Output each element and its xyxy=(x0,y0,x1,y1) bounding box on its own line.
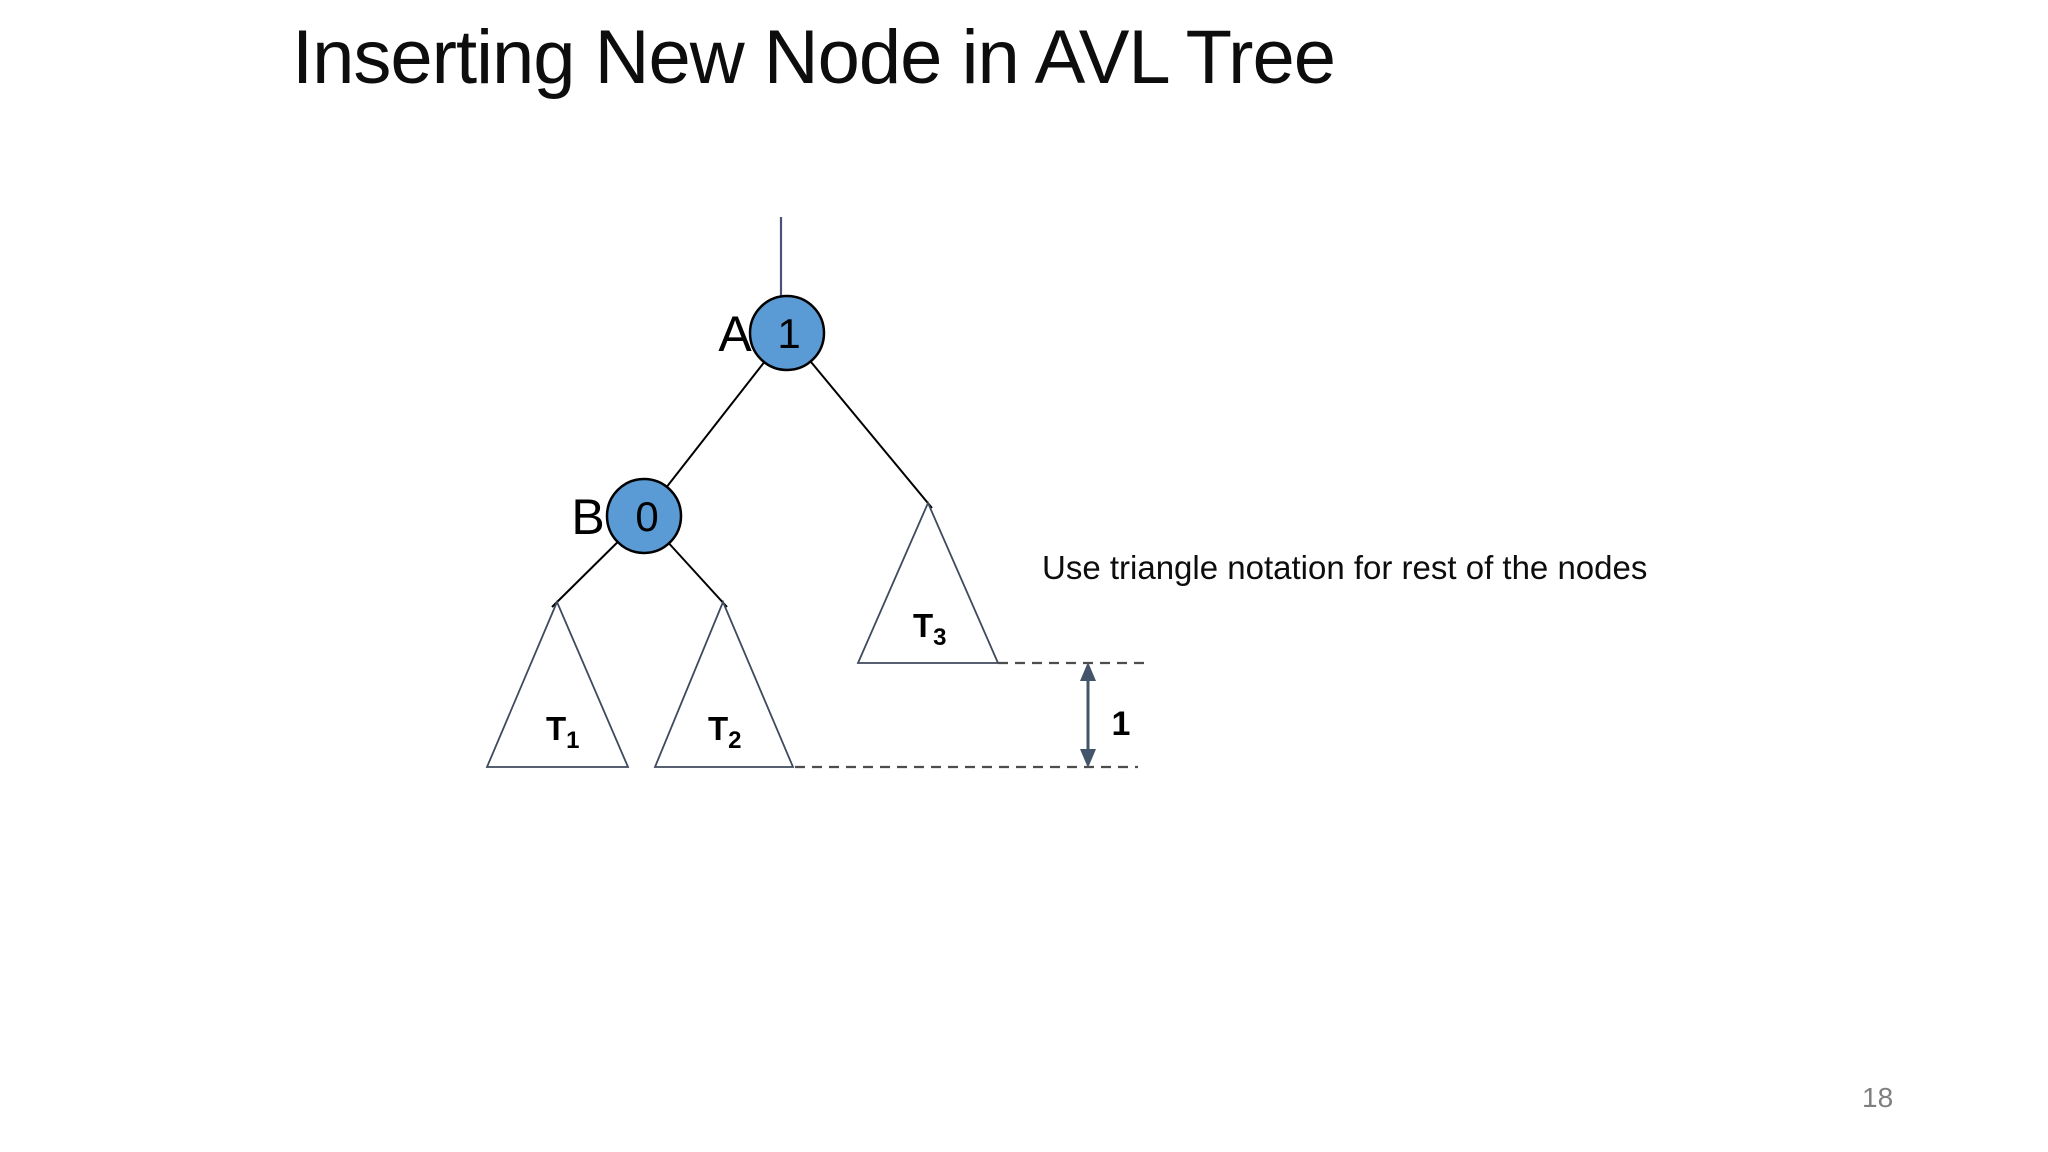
root-node-circle xyxy=(748,294,826,372)
annotation-text: Use triangle notation for rest of the no… xyxy=(1042,549,1648,586)
height-arrow xyxy=(1080,662,1096,768)
subtree-t1-subscript: 1 xyxy=(566,727,579,754)
slide-title: Inserting New Node in AVL Tree xyxy=(292,15,1336,100)
root-node-balance: 1 xyxy=(777,310,800,357)
child-node-circle xyxy=(605,477,683,555)
height-arrow-head-down xyxy=(1080,749,1096,768)
height-arrow-head-up xyxy=(1080,662,1096,681)
subtree-t1-name: T xyxy=(546,710,566,747)
subtree-triangle-t2 xyxy=(653,599,795,768)
subtree-t3-name: T xyxy=(913,607,933,644)
page-number: 18 xyxy=(1862,1082,1894,1113)
subtree-triangle-t1 xyxy=(485,599,630,768)
edge-a-to-b xyxy=(643,332,788,517)
root-node-label: A xyxy=(718,306,752,362)
child-node-balance: 0 xyxy=(635,493,658,540)
subtree-t2-name: T xyxy=(708,710,728,747)
subtree-t3-subscript: 3 xyxy=(933,624,946,651)
subtree-label-t3: T3 xyxy=(913,607,947,651)
subtree-triangle-t3 xyxy=(856,500,1000,664)
subtree-t2-subscript: 2 xyxy=(728,727,741,754)
subtree-label-t1: T1 xyxy=(546,710,580,754)
subtree-label-t2: T2 xyxy=(708,710,742,754)
child-node-label: B xyxy=(571,489,604,545)
height-diff-label: 1 xyxy=(1112,705,1131,743)
